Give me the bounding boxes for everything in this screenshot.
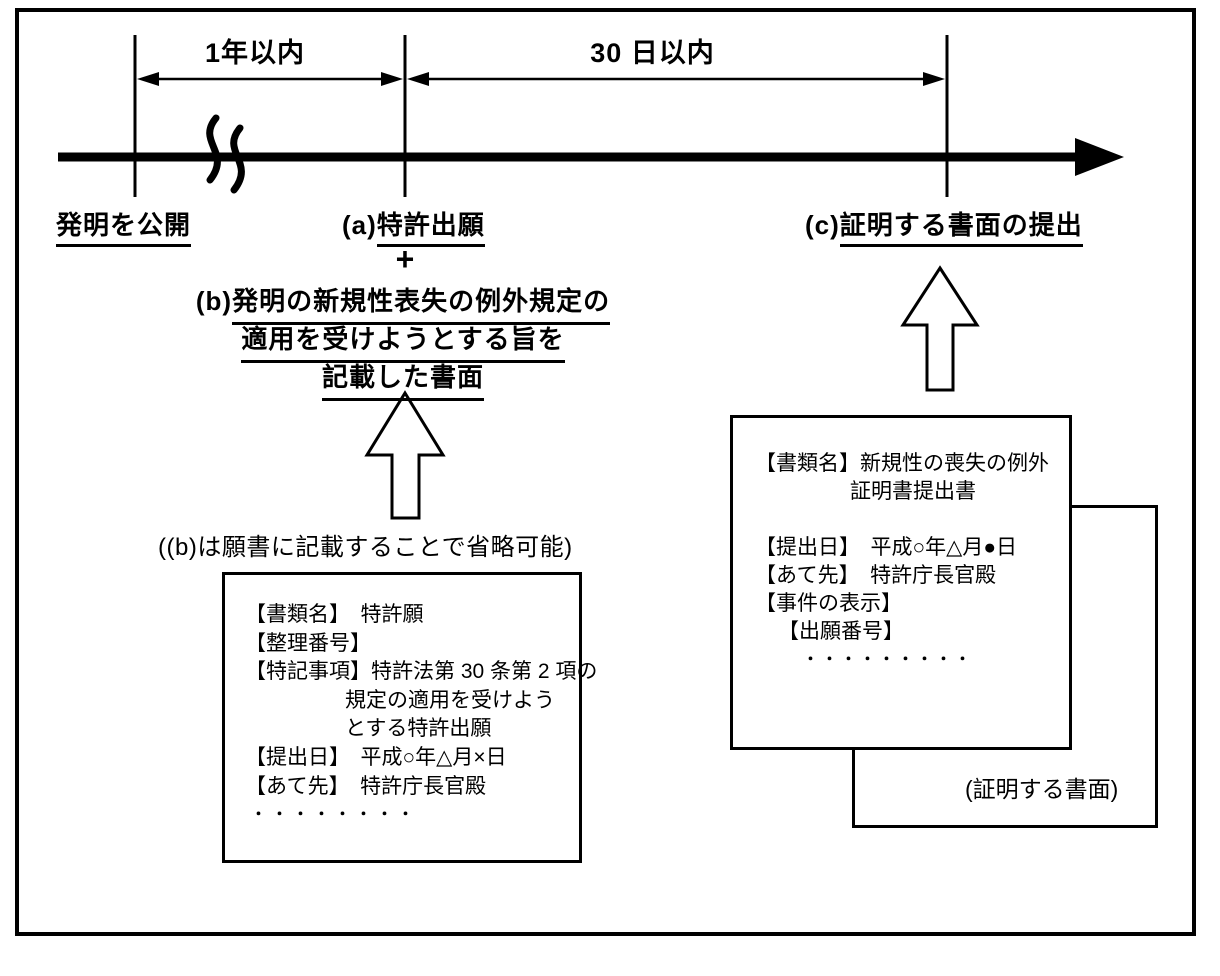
doc-line: 【提出日】 平成○年△月●日	[755, 536, 1018, 559]
doc-line: 証明書提出書	[850, 480, 976, 503]
event-c-prefix: (c)	[805, 210, 840, 240]
event-b-prefix: (b)	[195, 286, 233, 316]
doc-line: 【特記事項】特許法第 30 条第 2 項の	[245, 660, 598, 684]
event-c-label: (c)証明する書面の提出	[805, 205, 1083, 247]
event-a-prefix: (a)	[342, 210, 377, 240]
doc-line: 規定の適用を受けよう	[345, 688, 555, 712]
certificate-document-box: 【書類名】新規性の喪失の例外 証明書提出書 【提出日】 平成○年△月●日 【あて…	[730, 415, 1072, 750]
doc-line: 【書類名】 特許願	[245, 603, 424, 626]
event-a-label: (a)特許出願	[342, 205, 485, 247]
doc-line: 【出願番号】	[778, 620, 904, 643]
doc-line: とする特許出願	[345, 717, 492, 741]
event-b-line3: 記載した書面	[158, 358, 648, 401]
event-b-label: (b)発明の新規性表失の例外規定の 適用を受けようとする旨を 記載した書面	[158, 282, 648, 401]
doc-line: 【事件の表示】	[755, 592, 902, 615]
doc-blank-line	[755, 506, 1069, 534]
doc-line: 【整理番号】	[245, 631, 371, 655]
doc-ellipsis-dots: ・・・・・・・・	[251, 806, 420, 824]
doc-ellipsis-dots: ・・・・・・・・・	[803, 651, 975, 668]
plus-sign: +	[395, 241, 415, 277]
doc-line: 【あて先】 特許庁長官殿	[755, 564, 997, 587]
event-publish-label: 発明を公開	[56, 205, 192, 247]
application-document-box: 【書類名】 特許願 【整理番号】 【特記事項】特許法第 30 条第 2 項の 規…	[222, 572, 598, 863]
span-label-30days: 30 日以内	[590, 38, 715, 68]
event-b-line2: 適用を受けようとする旨を	[158, 320, 648, 363]
event-b-line1: (b)発明の新規性表失の例外規定の	[158, 282, 648, 325]
span-label-1year: 1年以内	[204, 38, 306, 68]
doc-line: 【あて先】 特許庁長官殿	[245, 774, 487, 798]
doc-line: 【書類名】新規性の喪失の例外	[755, 452, 1049, 475]
diagram-border	[15, 8, 1196, 936]
proof-sheet-label: (証明する書面)	[965, 776, 1119, 802]
doc-line: 【提出日】 平成○年△月×日	[245, 745, 507, 769]
note-b-optional: ((b)は願書に記載することで省略可能)	[158, 534, 573, 561]
